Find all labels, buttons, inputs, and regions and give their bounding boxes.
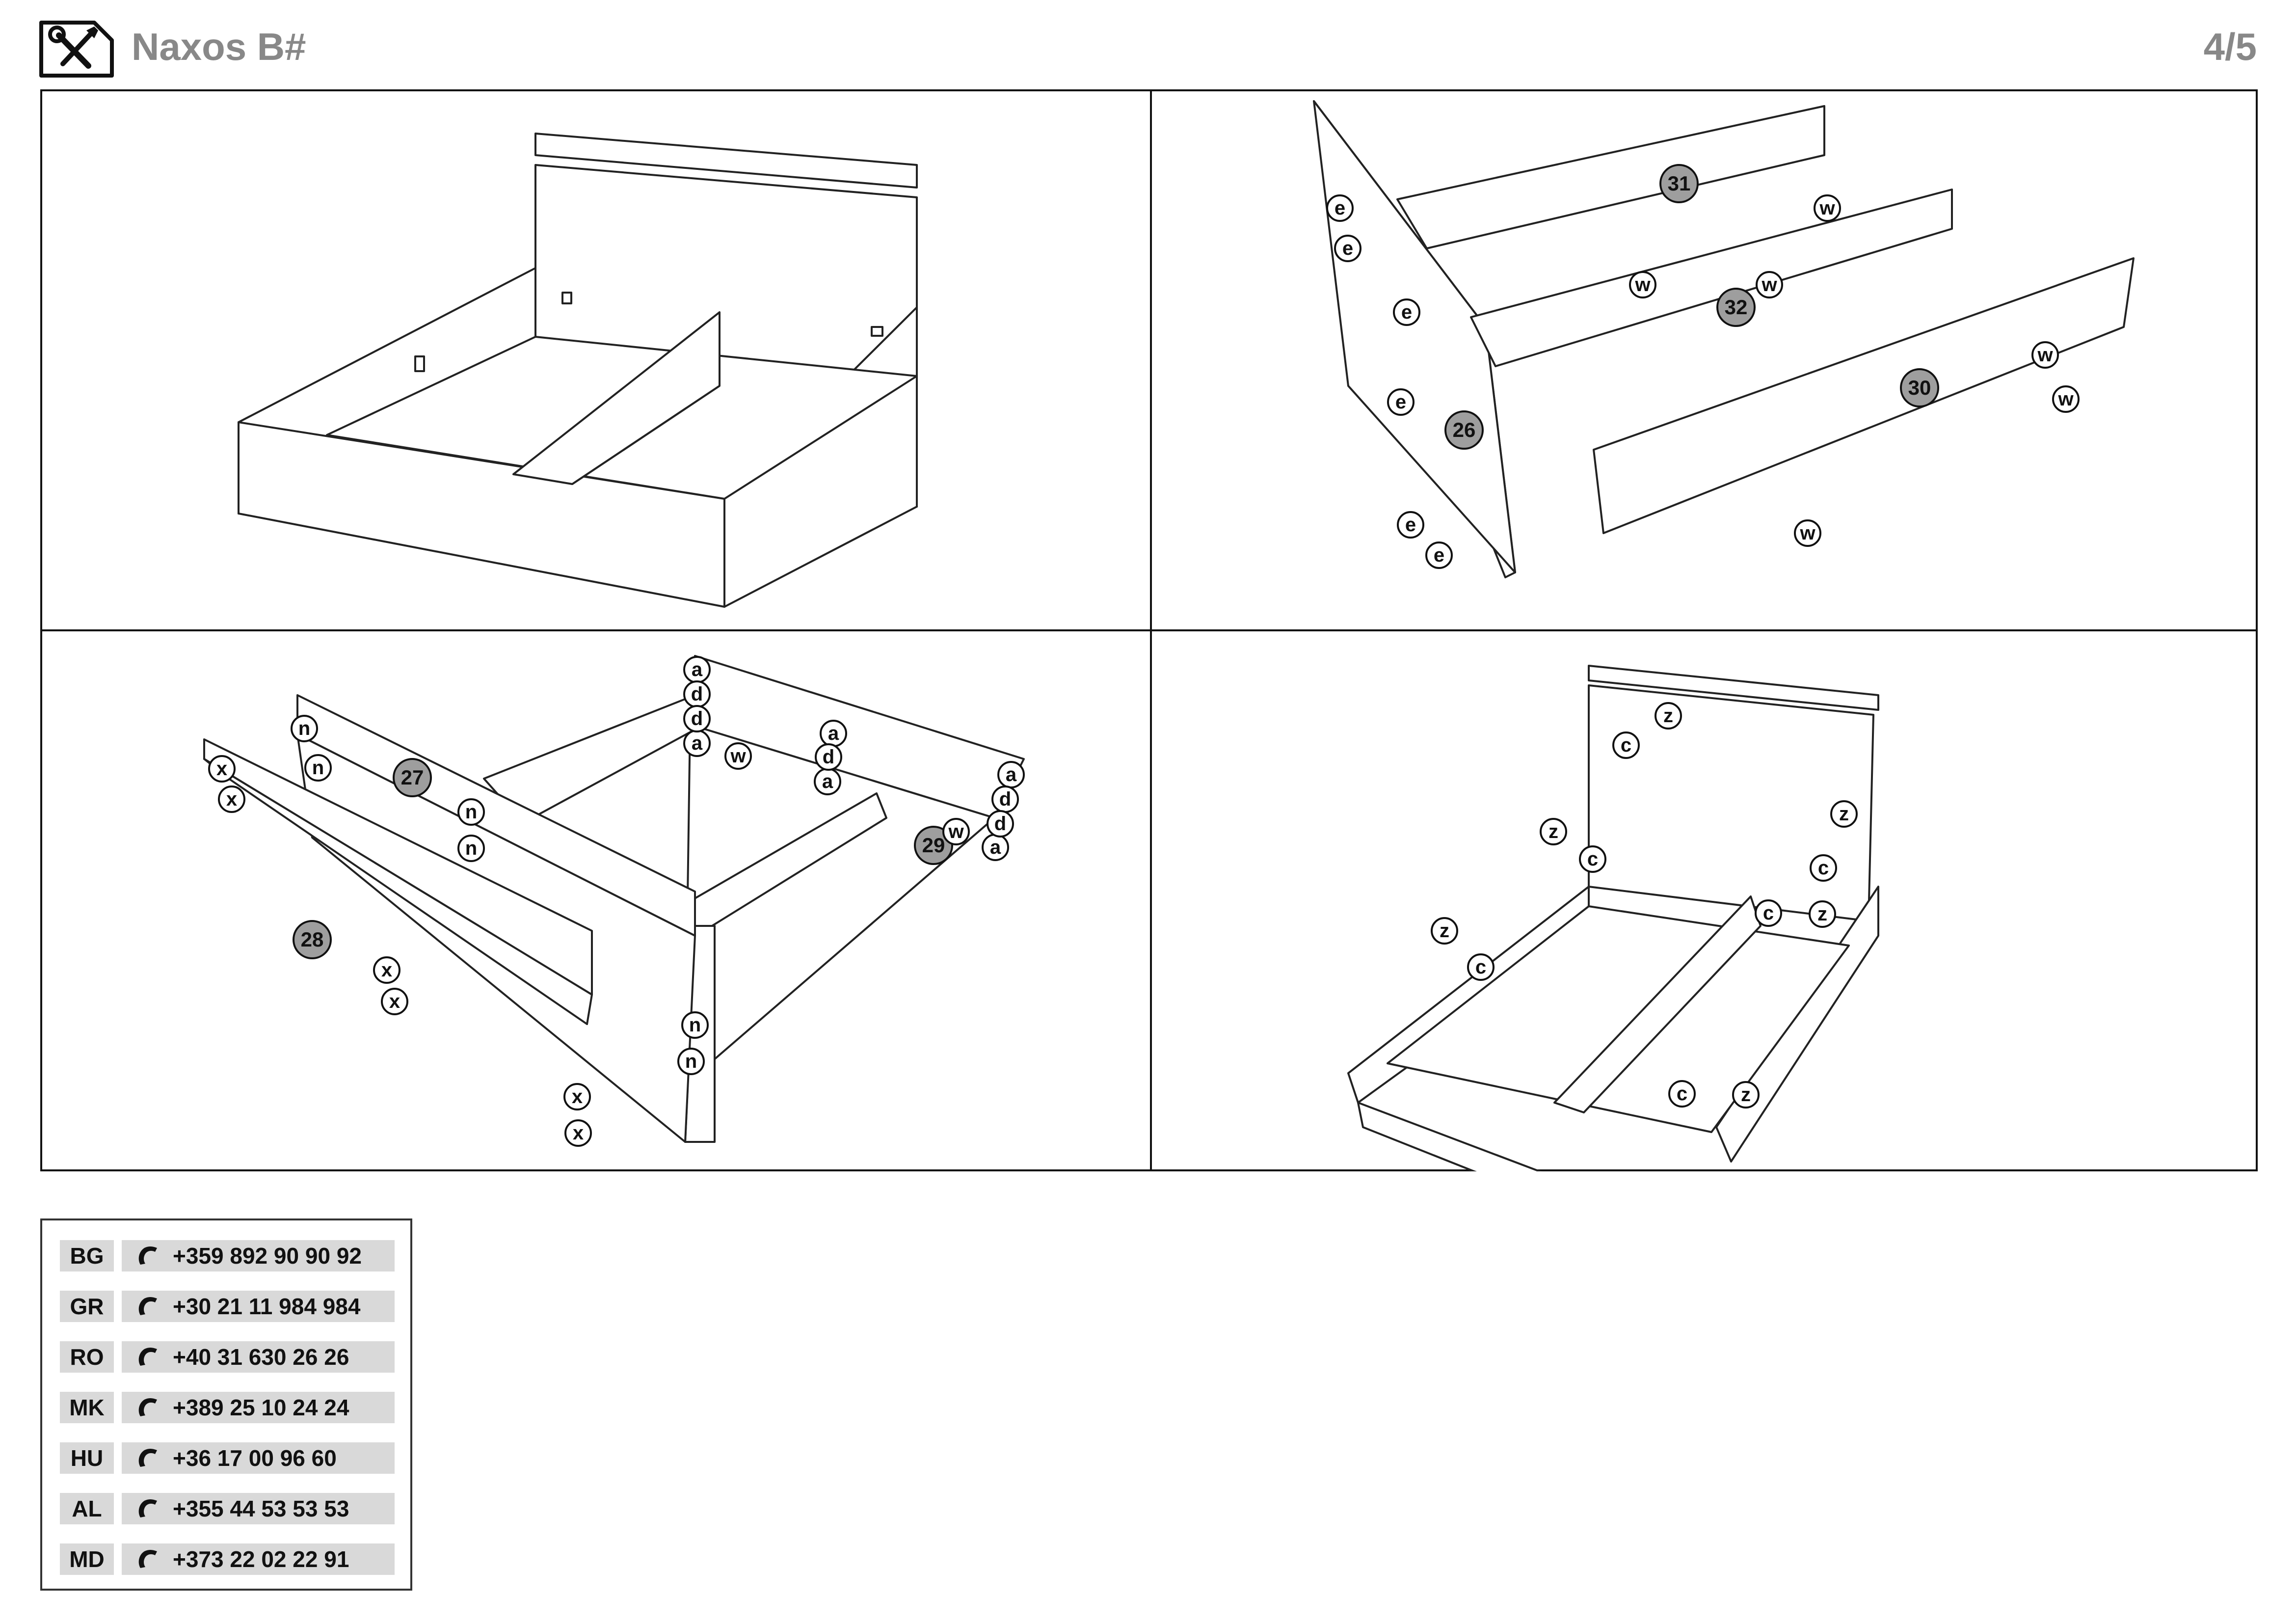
phone-number-cell: +373 22 02 22 91 [122,1543,395,1575]
fitting-w: w [942,818,970,845]
boards-drawing [1313,100,2135,578]
fitting-n: n [291,715,318,742]
fitting-w: w [2052,385,2080,413]
phone-number[interactable]: +36 17 00 96 60 [173,1445,337,1471]
rails-drawing [203,655,1025,1143]
fitting-w: w [1756,271,1783,299]
fitting-x: x [218,785,245,813]
tools-icon [39,21,114,78]
part-badge-27: 27 [393,758,432,797]
phone-number[interactable]: +359 892 90 90 92 [173,1243,362,1269]
country-code: MD [60,1543,114,1575]
fitting-d: d [815,743,842,771]
country-code: MK [60,1392,114,1423]
fitting-w: w [1794,519,1821,547]
fitting-n: n [304,754,332,782]
page-title: Naxos B# [132,25,306,68]
phone-number[interactable]: +355 44 53 53 53 [173,1496,349,1521]
part-badge-29: 29 [914,826,953,865]
fitting-z: z [1655,702,1682,730]
phone-icon [138,1297,157,1315]
phone-number[interactable]: +30 21 11 984 984 [173,1294,361,1319]
fitting-a: a [683,730,711,757]
phone-number-cell: +30 21 11 984 984 [122,1291,395,1322]
phone-icon [138,1246,157,1265]
page-number: 4/5 [2203,25,2257,68]
fitting-c: c [1467,953,1495,981]
fitting-e: e [1425,541,1453,569]
phone-number[interactable]: +389 25 10 24 24 [173,1395,349,1420]
fitting-e: e [1334,235,1362,262]
fitting-e: e [1326,194,1354,222]
fitting-z: z [1830,800,1858,828]
fitting-c: c [1668,1080,1696,1108]
country-code: BG [60,1240,114,1272]
fitting-d: d [683,705,711,732]
fitting-e: e [1393,298,1420,326]
fitting-n: n [677,1048,705,1075]
support-contacts: BG +359 892 90 90 92 GR +30 21 11 984 984… [40,1218,412,1591]
fitting-d: d [683,680,711,708]
part-badge-32: 32 [1716,288,1756,327]
part-badge-31: 31 [1659,164,1699,203]
phone-icon [138,1550,157,1568]
phone-number-cell: +40 31 630 26 26 [122,1341,395,1373]
fitting-d: d [987,810,1014,838]
fitting-a: a [820,720,847,747]
fitting-x: x [373,956,400,984]
fitting-w: w [2031,341,2059,369]
fitting-a: a [683,656,711,683]
phone-number-cell: +355 44 53 53 53 [122,1493,395,1524]
phone-icon [138,1348,157,1366]
fitting-x: x [563,1083,591,1110]
panel-assembled-bed [42,91,1150,629]
fitting-w: w [1629,271,1656,299]
fitting-n: n [457,835,485,862]
part-badge-28: 28 [293,920,332,959]
fitting-a: a [982,834,1009,861]
fitting-n: n [681,1011,709,1039]
fitting-e: e [1397,511,1424,539]
fitting-z: z [1809,900,1836,928]
fitting-x: x [381,988,408,1015]
country-code: HU [60,1442,114,1474]
phone-number-cell: +359 892 90 90 92 [122,1240,395,1272]
phone-number[interactable]: +373 22 02 22 91 [173,1546,349,1572]
grid-divider-horizontal [42,629,2256,631]
phone-icon [138,1499,157,1517]
fitting-c: c [1579,845,1606,873]
fitting-e: e [1387,388,1415,416]
fitting-z: z [1540,818,1567,845]
frame-drawing [1347,665,1879,1171]
fitting-c: c [1755,899,1782,927]
fitting-c: c [1810,854,1837,882]
fitting-a: a [814,768,841,795]
country-code: AL [60,1493,114,1524]
fitting-n: n [457,798,485,826]
fitting-x: x [564,1119,592,1147]
country-code: GR [60,1291,114,1322]
phone-number-cell: +389 25 10 24 24 [122,1392,395,1423]
fitting-z: z [1431,917,1458,945]
fitting-c: c [1612,731,1640,759]
phone-icon [138,1449,157,1467]
fitting-d: d [991,785,1019,813]
phone-number-cell: +36 17 00 96 60 [122,1442,395,1474]
part-badge-30: 30 [1900,368,1939,407]
fitting-z: z [1732,1081,1760,1109]
bed-drawing [238,133,918,608]
phone-number[interactable]: +40 31 630 26 26 [173,1344,349,1370]
fitting-x: x [208,755,236,783]
phone-icon [138,1398,157,1416]
part-badge-26: 26 [1444,410,1484,450]
fitting-w: w [1814,194,1841,222]
country-code: RO [60,1341,114,1373]
fitting-w: w [724,742,752,770]
fitting-a: a [997,761,1025,788]
